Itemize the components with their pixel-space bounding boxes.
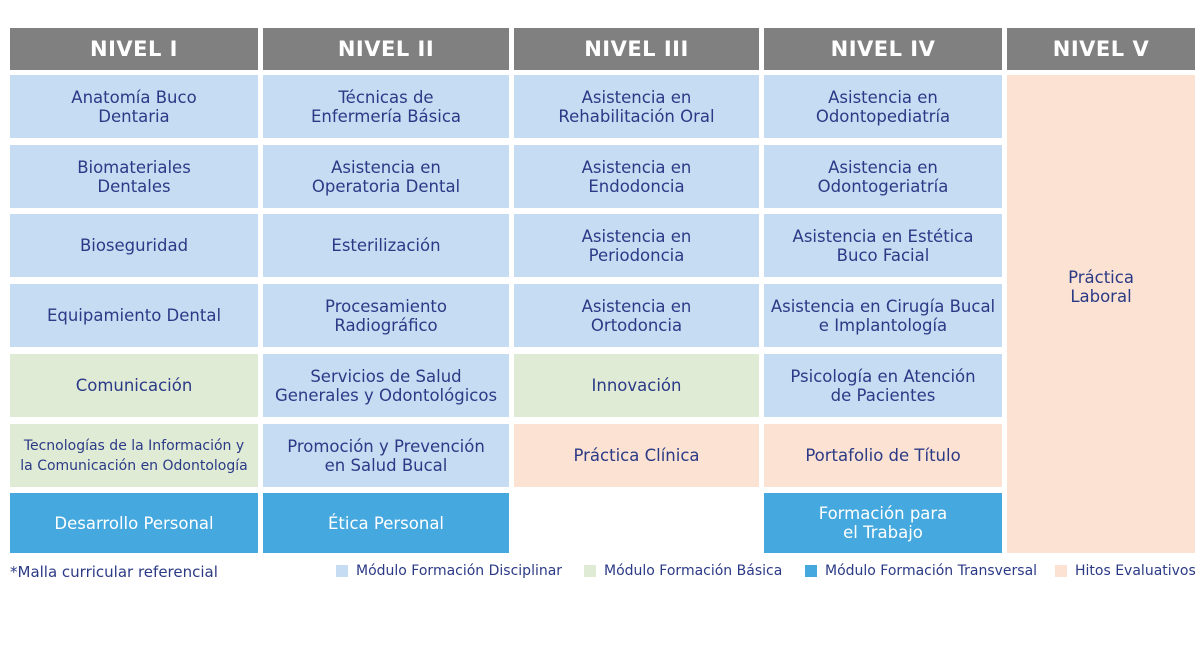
module-endodoncia: Asistencia en Endodoncia [514, 145, 759, 208]
header-nivel-4: NIVEL IV [764, 28, 1002, 70]
module-equipamiento: Equipamiento Dental [10, 284, 258, 347]
module-tecnicas-enfermeria: Técnicas de Enfermería Básica [263, 75, 509, 138]
legend-basica: Módulo Formación Básica [584, 563, 782, 579]
legend-label: Hitos Evaluativos [1075, 563, 1196, 579]
module-comunicacion: Comunicación [10, 354, 258, 417]
legend-transversal: Módulo Formación Transversal [805, 563, 1037, 579]
module-desarrollo-personal: Desarrollo Personal [10, 493, 258, 553]
module-promocion-prevencion: Promoción y Prevención en Salud Bucal [263, 424, 509, 487]
module-rehabilitacion-oral: Asistencia en Rehabilitación Oral [514, 75, 759, 138]
legend-swatch [336, 565, 348, 577]
module-ortodoncia: Asistencia en Ortodoncia [514, 284, 759, 347]
header-nivel-1: NIVEL I [10, 28, 258, 70]
header-nivel-2: NIVEL II [263, 28, 509, 70]
header-nivel-5: NIVEL V [1007, 28, 1195, 70]
legend-swatch [584, 565, 596, 577]
module-biomateriales: Biomateriales Dentales [10, 145, 258, 208]
module-esterilizacion: Esterilización [263, 214, 509, 277]
module-psicologia: Psicología en Atención de Pacientes [764, 354, 1002, 417]
module-innovacion: Innovación [514, 354, 759, 417]
legend-swatch [805, 565, 817, 577]
module-estetica-buco-facial: Asistencia en Estética Buco Facial [764, 214, 1002, 277]
module-operatoria-dental: Asistencia en Operatoria Dental [263, 145, 509, 208]
legend-label: Módulo Formación Básica [604, 563, 783, 579]
legend-disciplinar: Módulo Formación Disciplinar [336, 563, 562, 579]
module-formacion-trabajo: Formación para el Trabajo [764, 493, 1002, 553]
legend-swatch [1055, 565, 1067, 577]
module-servicios-salud: Servicios de Salud Generales y Odontológ… [263, 354, 509, 417]
module-odontogeriatria: Asistencia en Odontogeriatría [764, 145, 1002, 208]
legend-hitos: Hitos Evaluativos [1055, 563, 1196, 579]
module-odontopediatria: Asistencia en Odontopediatría [764, 75, 1002, 138]
module-etica-personal: Ética Personal [263, 493, 509, 553]
module-practica-laboral: Práctica Laboral [1007, 75, 1195, 553]
module-tic: Tecnologías de la Información y la Comun… [10, 424, 258, 487]
module-anatomia: Anatomía Buco Dentaria [10, 75, 258, 138]
module-portafolio-titulo: Portafolio de Título [764, 424, 1002, 487]
footnote: *Malla curricular referencial [10, 563, 218, 581]
module-bioseguridad: Bioseguridad [10, 214, 258, 277]
module-periodoncia: Asistencia en Periodoncia [514, 214, 759, 277]
module-cirugia-bucal: Asistencia en Cirugía Bucal e Implantolo… [764, 284, 1002, 347]
legend-label: Módulo Formación Transversal [825, 563, 1038, 579]
module-procesamiento-radiografico: Procesamiento Radiográfico [263, 284, 509, 347]
module-practica-clinica: Práctica Clínica [514, 424, 759, 487]
legend-label: Módulo Formación Disciplinar [356, 563, 563, 579]
header-nivel-3: NIVEL III [514, 28, 759, 70]
